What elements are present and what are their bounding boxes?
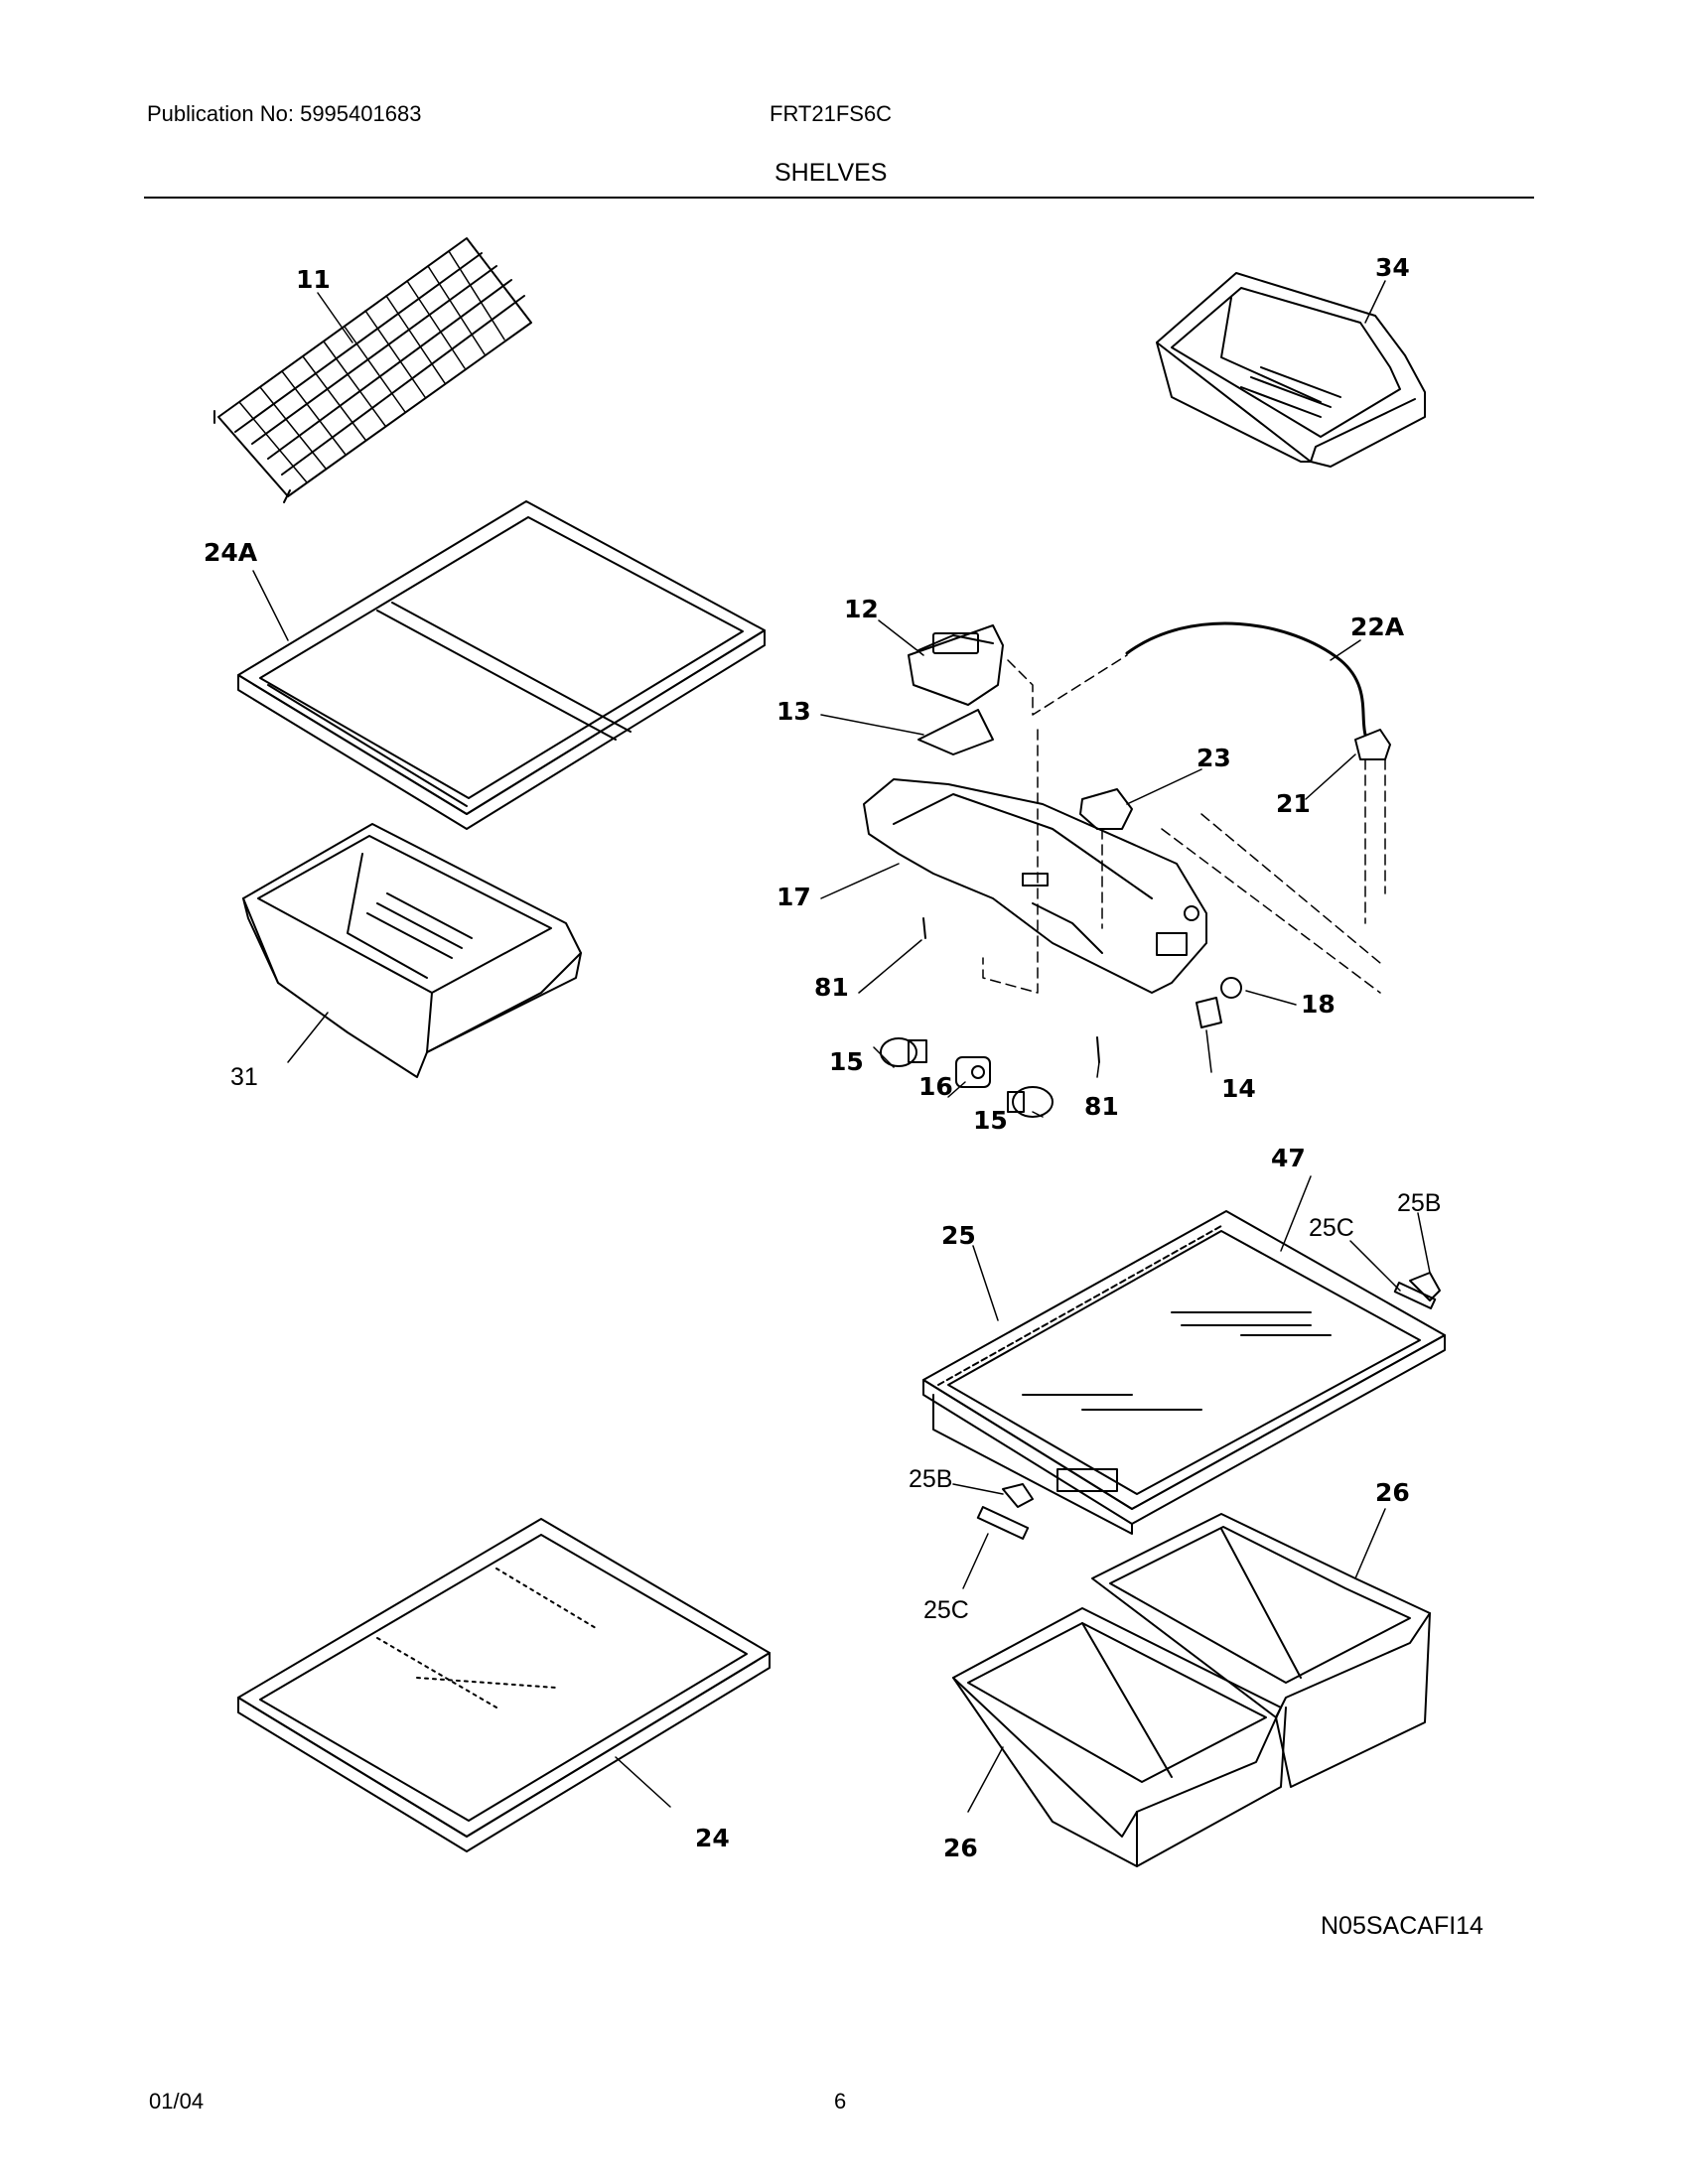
header-rule (144, 197, 1534, 199)
wire-shelf-drawing (213, 237, 532, 503)
publication-date: 01/04 (149, 2089, 205, 2114)
part-label-16: 16 (918, 1072, 953, 1101)
control-housing-drawing (863, 621, 1391, 1118)
part-label-31: 31 (230, 1063, 258, 1091)
part-label-14: 14 (1221, 1074, 1256, 1103)
section-title: SHELVES (774, 159, 888, 187)
part-label-81-lower: 81 (1084, 1092, 1119, 1121)
diagram-code: N05SACAFI14 (1321, 1912, 1483, 1940)
cover-hardware-drawing (976, 1272, 1441, 1541)
assembly-dash-lines (982, 654, 1386, 994)
part-label-25C-lower: 25C (923, 1596, 969, 1624)
part-label-34: 34 (1375, 253, 1410, 282)
part-label-47: 47 (1271, 1144, 1306, 1172)
part-label-26-upper: 26 (1375, 1478, 1410, 1507)
part-label-26-lower: 26 (943, 1834, 978, 1862)
part-label-21: 21 (1276, 789, 1311, 818)
part-label-25C-upper: 25C (1309, 1214, 1354, 1242)
part-label-25B-upper: 25B (1397, 1189, 1441, 1217)
part-label-81-upper: 81 (814, 973, 849, 1002)
part-label-15-lower: 15 (973, 1106, 1008, 1135)
model-number: FRT21FS6C (770, 101, 893, 126)
bin-34-drawing (1156, 272, 1426, 468)
glass-shelf-24-drawing (237, 1518, 771, 1852)
part-label-22A: 22A (1350, 613, 1405, 641)
glass-shelf-24A-drawing (237, 500, 766, 830)
publication-number: Publication No: 5995401683 (147, 101, 422, 126)
part-label-17: 17 (776, 883, 811, 911)
part-label-15-upper: 15 (829, 1047, 864, 1076)
part-label-12: 12 (844, 595, 879, 623)
page-number: 6 (834, 2089, 847, 2114)
leader-lines (252, 280, 1431, 1813)
part-label-18: 18 (1301, 990, 1336, 1019)
part-label-25: 25 (941, 1221, 976, 1250)
part-label-11: 11 (296, 265, 331, 294)
part-label-25B-lower: 25B (909, 1465, 952, 1493)
part-label-24: 24 (695, 1824, 730, 1852)
part-label-24A: 24A (204, 538, 258, 567)
crisper-cover-drawing (922, 1210, 1446, 1535)
part-label-23: 23 (1196, 744, 1231, 772)
crisper-drawer-31-drawing (242, 823, 582, 1078)
part-label-13: 13 (776, 697, 811, 726)
drawer-26-drawing (952, 1513, 1431, 1867)
